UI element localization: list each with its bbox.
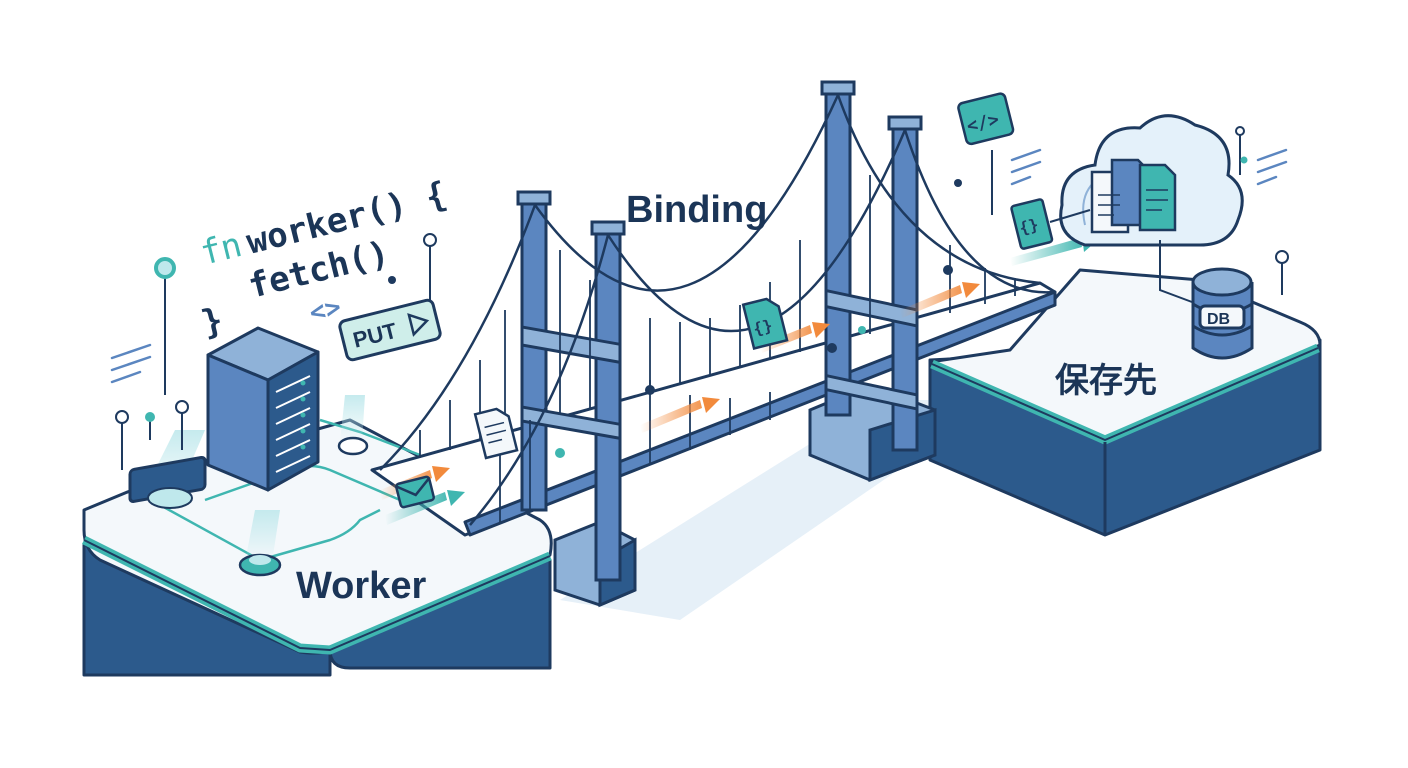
storage-label: 保存先	[1055, 361, 1157, 401]
pin-markers-right	[954, 126, 1289, 295]
code-line-3: }	[198, 300, 228, 344]
small-code-icon: <>	[306, 292, 344, 329]
bridge-dots	[555, 265, 953, 458]
arrow-icons	[432, 236, 1098, 506]
database-icon: DB	[1191, 267, 1254, 360]
database-label: DB	[1207, 311, 1230, 328]
light-pad-2	[238, 510, 282, 577]
document-icon	[473, 407, 519, 460]
code-icon: </>	[957, 92, 1015, 146]
file-stack-icon	[1090, 158, 1177, 234]
json-icon: {}	[741, 297, 789, 350]
connector-lines	[1049, 209, 1201, 306]
json-icon-right-label: {}	[1017, 215, 1040, 238]
server-rack-icon	[206, 326, 320, 492]
code-keyword-fn: fn	[197, 225, 246, 274]
json-icon-right: {}	[1010, 198, 1054, 250]
bridge-tower-right	[820, 80, 923, 452]
binding-label: Binding	[626, 189, 767, 231]
bridge-tower-left	[516, 190, 626, 582]
light-pad-3	[337, 395, 369, 456]
speed-lines-left	[110, 343, 152, 384]
envelope-icon	[394, 475, 436, 509]
speed-lines-right	[1010, 148, 1288, 186]
json-icon-label: {}	[751, 316, 774, 339]
light-pad-1	[128, 430, 207, 509]
worker-label: Worker	[296, 565, 426, 607]
put-tag: PUT	[338, 298, 442, 362]
